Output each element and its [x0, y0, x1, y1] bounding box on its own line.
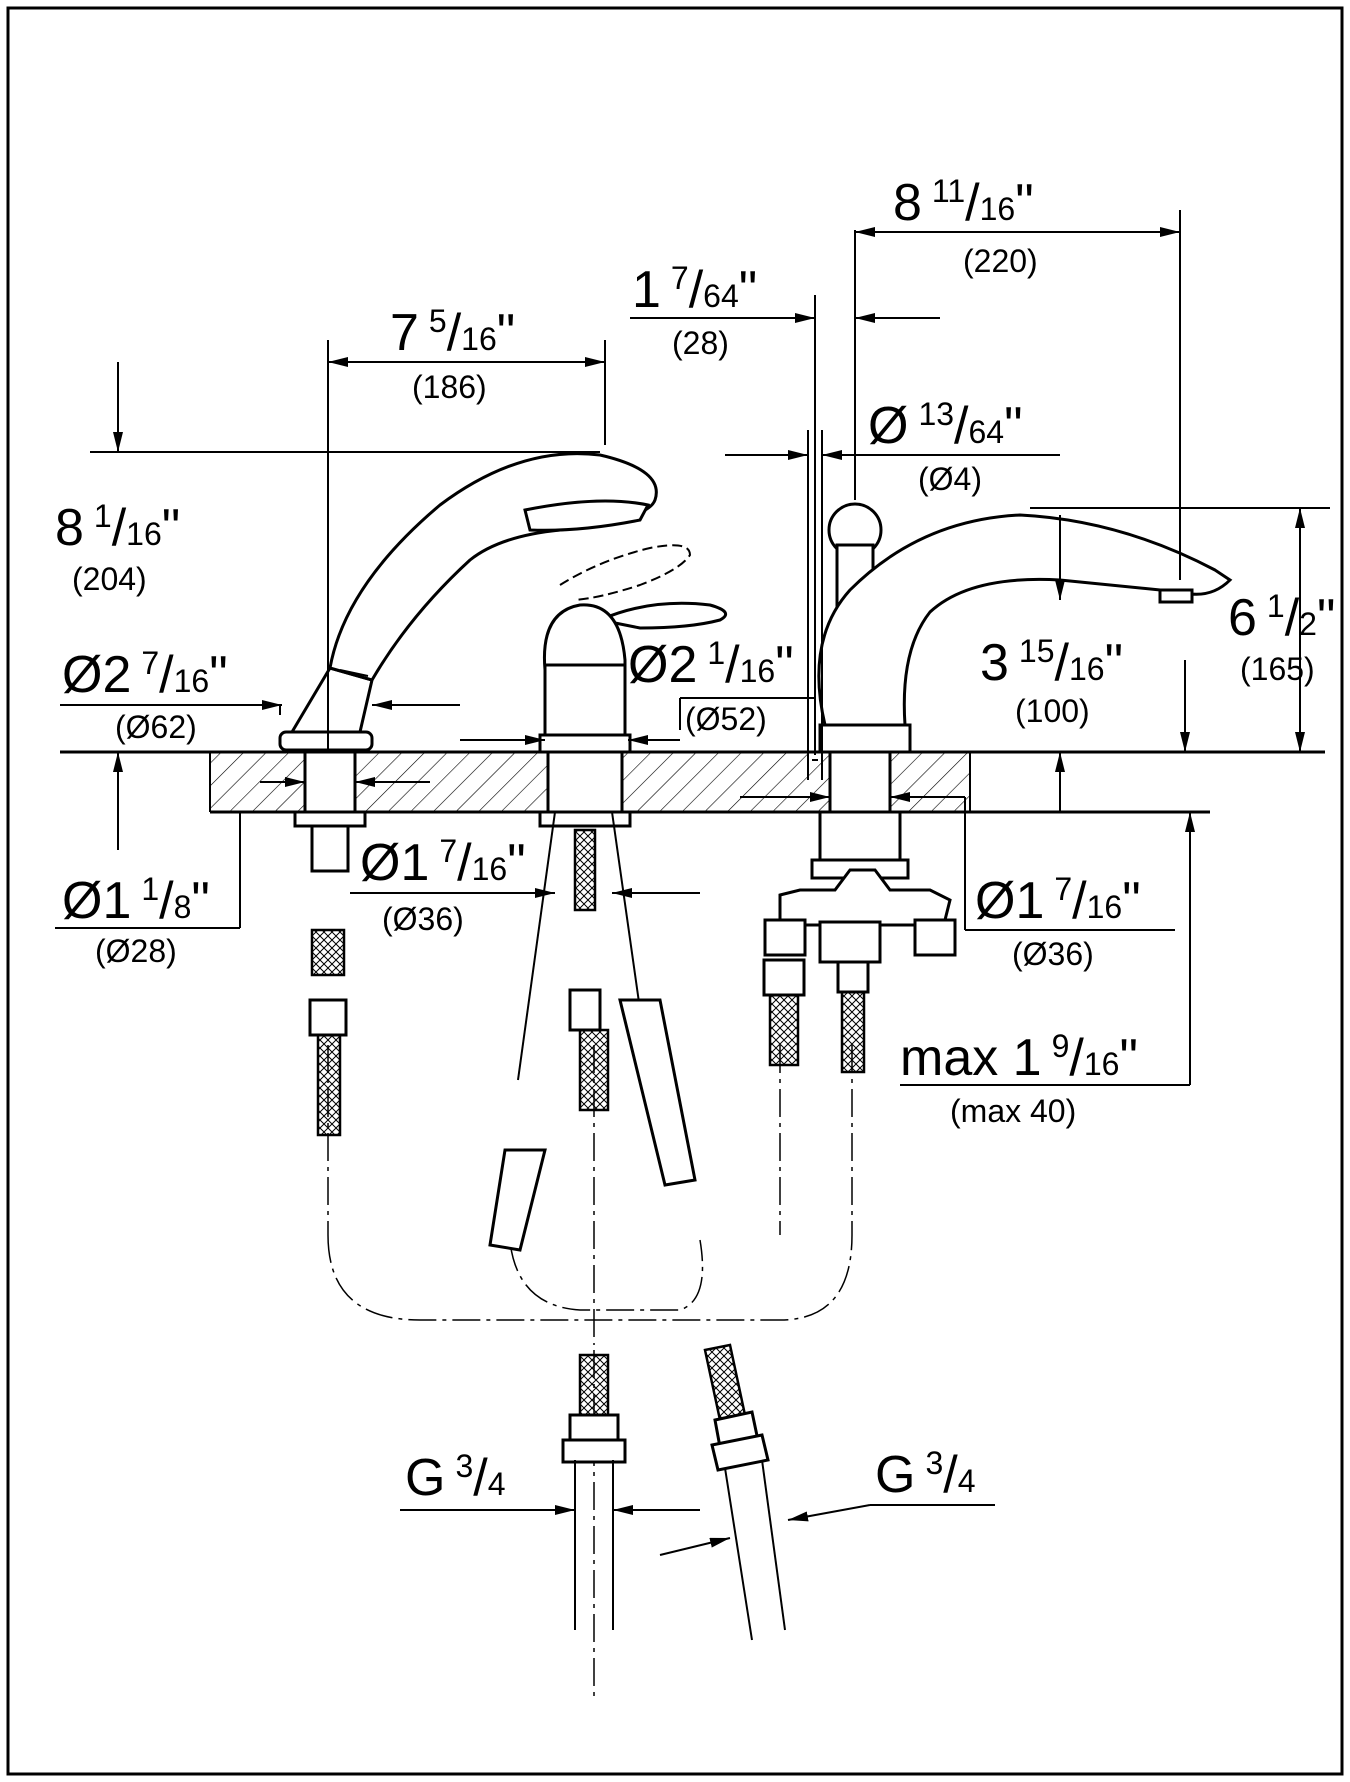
- svg-text:Ø13/64": Ø13/64": [868, 396, 1023, 455]
- svg-text:(220): (220): [963, 243, 1038, 279]
- svg-text:17/64": 17/64": [632, 260, 757, 319]
- svg-text:(100): (100): [1015, 693, 1090, 729]
- svg-text:G3/4: G3/4: [405, 1448, 506, 1507]
- svg-text:(Ø52): (Ø52): [685, 701, 767, 737]
- svg-text:Ø17/16": Ø17/16": [975, 871, 1141, 930]
- svg-text:Ø27/16": Ø27/16": [62, 645, 228, 704]
- hoses: [308, 811, 870, 1641]
- svg-text:(Ø36): (Ø36): [1012, 936, 1094, 972]
- svg-text:81/16": 81/16": [55, 498, 180, 557]
- svg-text:(Ø4): (Ø4): [918, 461, 982, 497]
- mixing-valve: [538, 544, 728, 754]
- svg-text:(Ø28): (Ø28): [95, 933, 177, 969]
- svg-text:(28): (28): [672, 325, 729, 361]
- svg-text:Ø21/16": Ø21/16": [628, 635, 794, 694]
- svg-text:75/16": 75/16": [390, 303, 515, 362]
- hand-shower: [278, 452, 658, 752]
- svg-text:(165): (165): [1240, 651, 1315, 687]
- svg-text:(Ø36): (Ø36): [382, 901, 464, 937]
- svg-text:(max 40): (max 40): [950, 1093, 1076, 1129]
- svg-text:315/16": 315/16": [980, 633, 1123, 692]
- svg-text:Ø17/16": Ø17/16": [360, 833, 526, 892]
- page-border: [6, 6, 1344, 1776]
- svg-text:(204): (204): [72, 561, 147, 597]
- svg-text:61/2": 61/2": [1228, 588, 1335, 647]
- svg-text:811/16": 811/16": [893, 173, 1034, 232]
- deck-section: [60, 750, 1325, 814]
- svg-text:Ø11/8": Ø11/8": [62, 871, 210, 930]
- tub-spout: [817, 502, 1233, 754]
- svg-text:(186): (186): [412, 369, 487, 405]
- svg-text:G3/4: G3/4: [875, 1445, 976, 1504]
- dimension-lines: [55, 210, 1330, 1556]
- svg-text:(Ø62): (Ø62): [115, 709, 197, 745]
- svg-text:max 19/16": max 19/16": [900, 1028, 1138, 1087]
